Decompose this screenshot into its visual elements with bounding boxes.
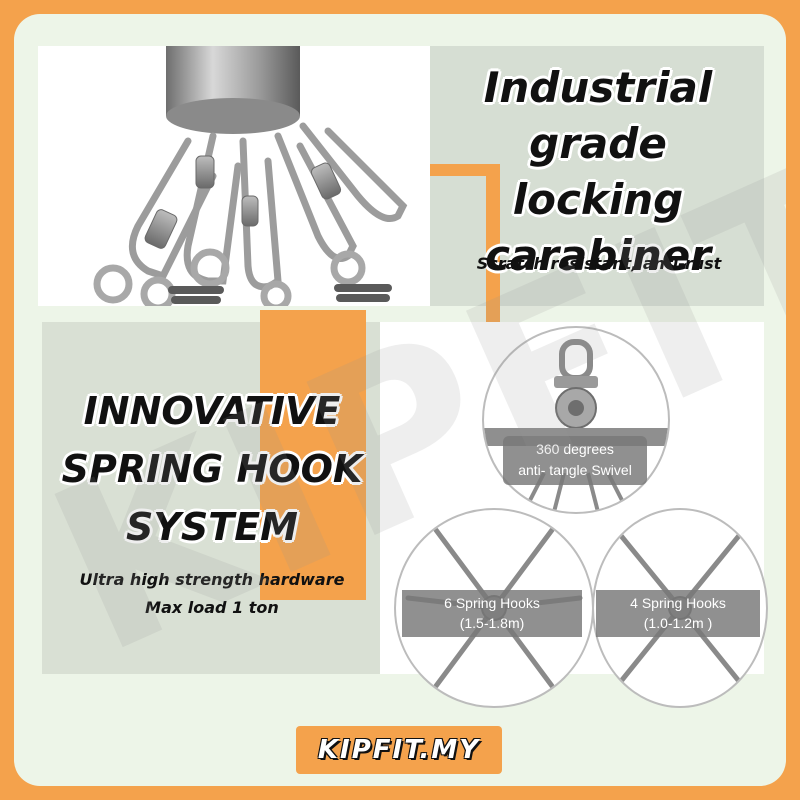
swivel-detail-circle [482,326,670,514]
six-hooks-caption-line-2: (1.5-1.8m) [459,615,525,631]
carabiner-photo-panel [38,46,430,312]
spring-hook-subtitle-line-2: Max load 1 ton [145,598,279,617]
swivel-caption: 360 degrees anti- tangle Swivel [503,436,647,485]
spring-hook-title-line-1: INNOVATIVE [83,389,341,433]
carabiner-title-line-1: Industrial [483,63,713,112]
four-hooks-caption: 4 Spring Hooks (1.0-1.2m ) [596,590,760,637]
spring-hook-headline: INNOVATIVE SPRING HOOK SYSTEM [44,382,380,556]
swivel-caption-line-1: 360 degrees [536,441,614,457]
carabiner-text-panel [430,46,764,306]
carabiner-subtitle: Scratch resistant, anti-rust [476,254,722,273]
carabiner-title-line-3: carabiner [485,231,711,280]
carabiner-headline: Industrial grade locking carabiner [440,60,756,284]
carabiner-photo [93,46,408,312]
swivel-caption-line-2: anti- tangle Swivel [518,462,632,478]
accent-bar-horizontal [430,164,500,176]
six-hooks-caption: 6 Spring Hooks (1.5-1.8m) [402,590,582,637]
spring-hook-title-line-2: SPRING HOOK [61,447,363,491]
spring-hook-title-line-3: SYSTEM [126,505,298,549]
brand-label: KIPFIT.MY [317,735,481,765]
four-hooks-caption-line-1: 4 Spring Hooks [630,595,726,611]
four-hooks-caption-line-2: (1.0-1.2m ) [643,615,713,631]
spring-hook-subtitle-line-1: Ultra high strength hardware [79,570,345,589]
brand-badge: KIPFIT.MY [296,726,502,774]
spring-hook-subtitle: Ultra high strength hardware Max load 1 … [54,566,370,622]
six-hooks-caption-line-1: 6 Spring Hooks [444,595,540,611]
carabiner-title-line-2: grade locking [512,119,684,224]
accent-block [260,310,366,600]
accent-bar-vertical [486,164,500,322]
product-frame: Industrial grade locking carabiner Scrat… [14,14,786,786]
